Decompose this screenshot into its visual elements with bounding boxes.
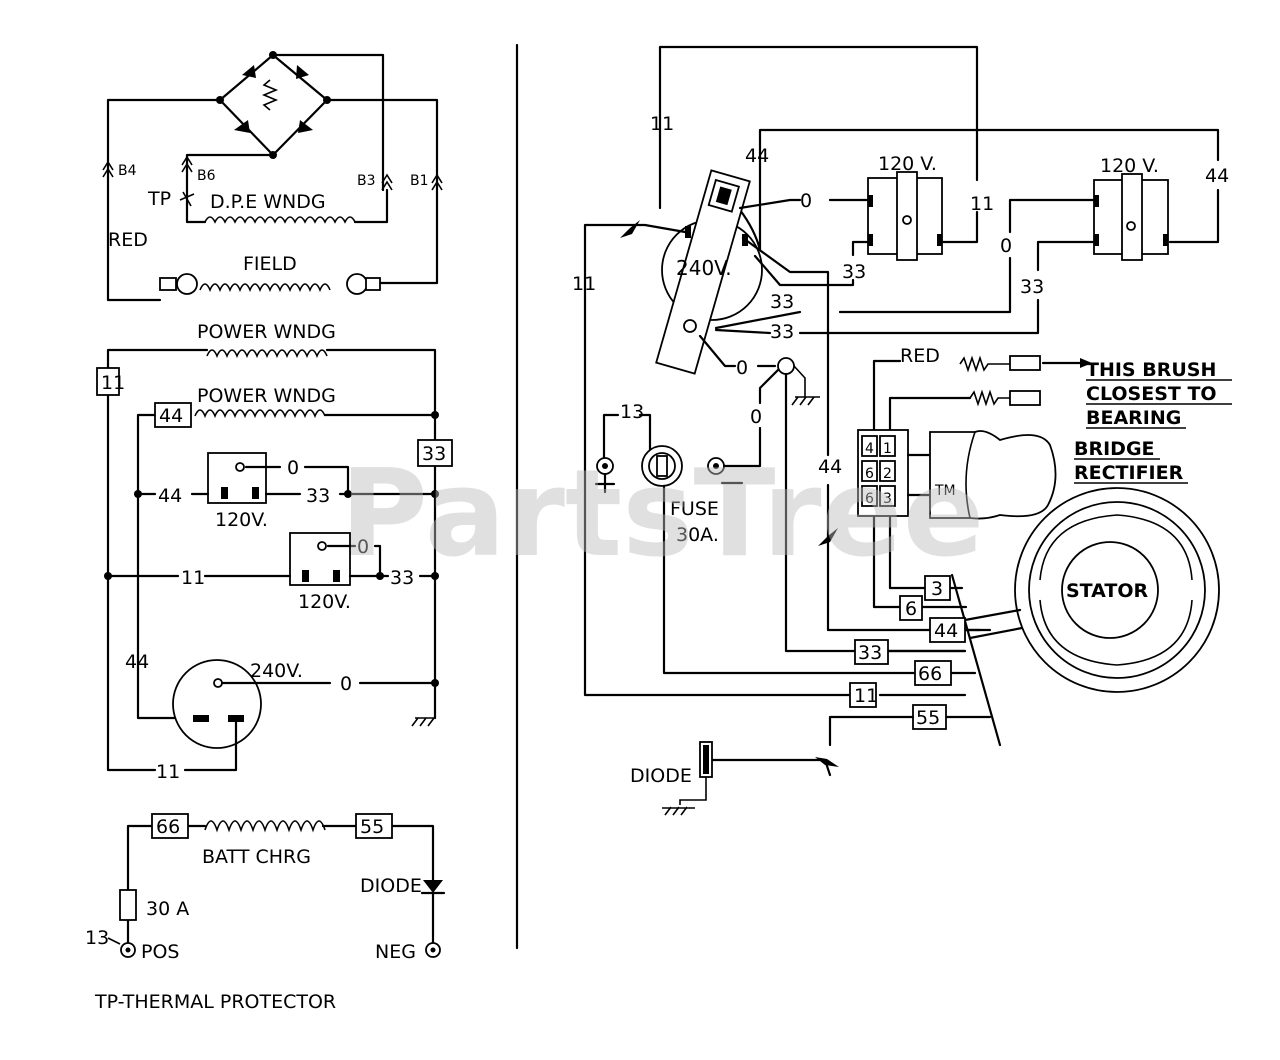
r-33b: 33 — [1020, 276, 1044, 298]
b6-label: B6 — [197, 168, 216, 184]
r-diode: DIODE — [630, 765, 692, 787]
r1-33: 33 — [306, 485, 330, 507]
dpe-winding-label: D.P.E WNDG — [210, 191, 326, 213]
stator-tag-6: 6 — [905, 598, 917, 620]
r-0d: 0 — [750, 406, 762, 428]
r2-zero: 0 — [357, 536, 369, 558]
b4-label: B4 — [118, 163, 137, 179]
brush-line-2: CLOSEST TO — [1086, 383, 1217, 405]
r-240v-label: 240V. — [676, 256, 732, 280]
r-fuse: FUSE — [670, 498, 719, 520]
stator-tag-55: 55 — [916, 707, 940, 729]
r3-11: 11 — [156, 761, 180, 783]
legend-thermal-protector: TP-THERMAL PROTECTOR — [94, 991, 336, 1013]
b1-label: B1 — [410, 173, 429, 189]
battery-charge-schematic: 66 55 BATT CHRG 30 A DIODE 13 POS NEG — [85, 813, 446, 963]
rect-pin-4: 4 — [865, 441, 874, 457]
r-11-top: 11 — [650, 113, 674, 135]
r-44c: 44 — [818, 456, 842, 478]
r-red: RED — [900, 345, 940, 367]
tp-label: TP — [147, 188, 171, 210]
brush-line-1: THIS BRUSH — [1086, 359, 1216, 381]
batt-chrg-label: BATT CHRG — [202, 846, 311, 868]
r2-33: 33 — [390, 567, 414, 589]
tm-mark: TM — [934, 483, 956, 499]
tag-66: 66 — [156, 816, 180, 838]
r-44a: 44 — [745, 145, 769, 167]
tag-11: 11 — [101, 372, 125, 394]
tag-55: 55 — [360, 816, 384, 838]
r3-voltage: 240V. — [250, 660, 303, 682]
diode-label: DIODE — [360, 875, 422, 897]
power-winding-schematic: POWER WNDG 11 POWER WNDG 44 33 0 44 33 1… — [96, 321, 453, 783]
rect-pin-6a: 6 — [865, 466, 874, 482]
pos-label: POS — [141, 941, 179, 963]
pictorial-wiring: 240V. 11 11 44 0 120 V. 11 33 120 V. 44 … — [572, 45, 1232, 816]
r-44b: 44 — [1205, 165, 1229, 187]
r2-11: 11 — [181, 567, 205, 589]
r-13: 13 — [620, 401, 644, 423]
watermark: PartsTree — [340, 445, 984, 584]
fuse-30a-label: 30 A — [146, 898, 189, 920]
r-fuse-30a: 30A. — [676, 524, 719, 546]
tag-44: 44 — [159, 405, 183, 427]
stator-tag-11: 11 — [854, 685, 878, 707]
r1-zero: 0 — [287, 457, 299, 479]
r-11b: 11 — [970, 193, 994, 215]
brush-line-3: BEARING — [1086, 407, 1181, 429]
stator-tag-44: 44 — [934, 620, 958, 642]
field-label: FIELD — [243, 253, 297, 275]
r1-44: 44 — [158, 485, 182, 507]
neg-label: NEG — [375, 941, 416, 963]
red-wire-label: RED — [108, 229, 148, 251]
bridge-rectifier-schematic: B4 B6 B3 B1 TP D.P.E WNDG RED FIELD — [102, 51, 443, 302]
r2-voltage: 120V. — [298, 591, 351, 613]
r3-zero: 0 — [340, 673, 352, 695]
r-0c: 0 — [736, 357, 748, 379]
r-11a: 11 — [572, 273, 596, 295]
r-120v-b: 120 V. — [1100, 155, 1159, 177]
rect-pin-2: 2 — [883, 466, 892, 482]
pos-13-label: 13 — [85, 927, 109, 949]
stator-label: STATOR — [1066, 580, 1149, 602]
stator-tag-66: 66 — [918, 663, 942, 685]
stator-tag-3: 3 — [931, 578, 943, 600]
power-winding-label-2: POWER WNDG — [197, 385, 336, 407]
rect-pin-3: 3 — [883, 491, 892, 507]
bridge-label-1: BRIDGE — [1074, 438, 1155, 460]
power-winding-label-1: POWER WNDG — [197, 321, 336, 343]
rect-pin-1: 1 — [883, 441, 892, 457]
r-33a: 33 — [842, 261, 866, 283]
r3-44: 44 — [125, 651, 149, 673]
stator-tag-33: 33 — [858, 642, 882, 664]
r-33c: 33 — [770, 291, 794, 313]
b3-label: B3 — [357, 173, 376, 189]
r-0b: 0 — [1000, 235, 1012, 257]
r-0a: 0 — [800, 190, 812, 212]
r1-voltage: 120V. — [215, 509, 268, 531]
rect-pin-6b: 6 — [865, 491, 874, 507]
r-120v-a: 120 V. — [878, 153, 937, 175]
bridge-label-2: RECTIFIER — [1074, 462, 1184, 484]
r-33d: 33 — [770, 321, 794, 343]
tag-33: 33 — [422, 443, 446, 465]
